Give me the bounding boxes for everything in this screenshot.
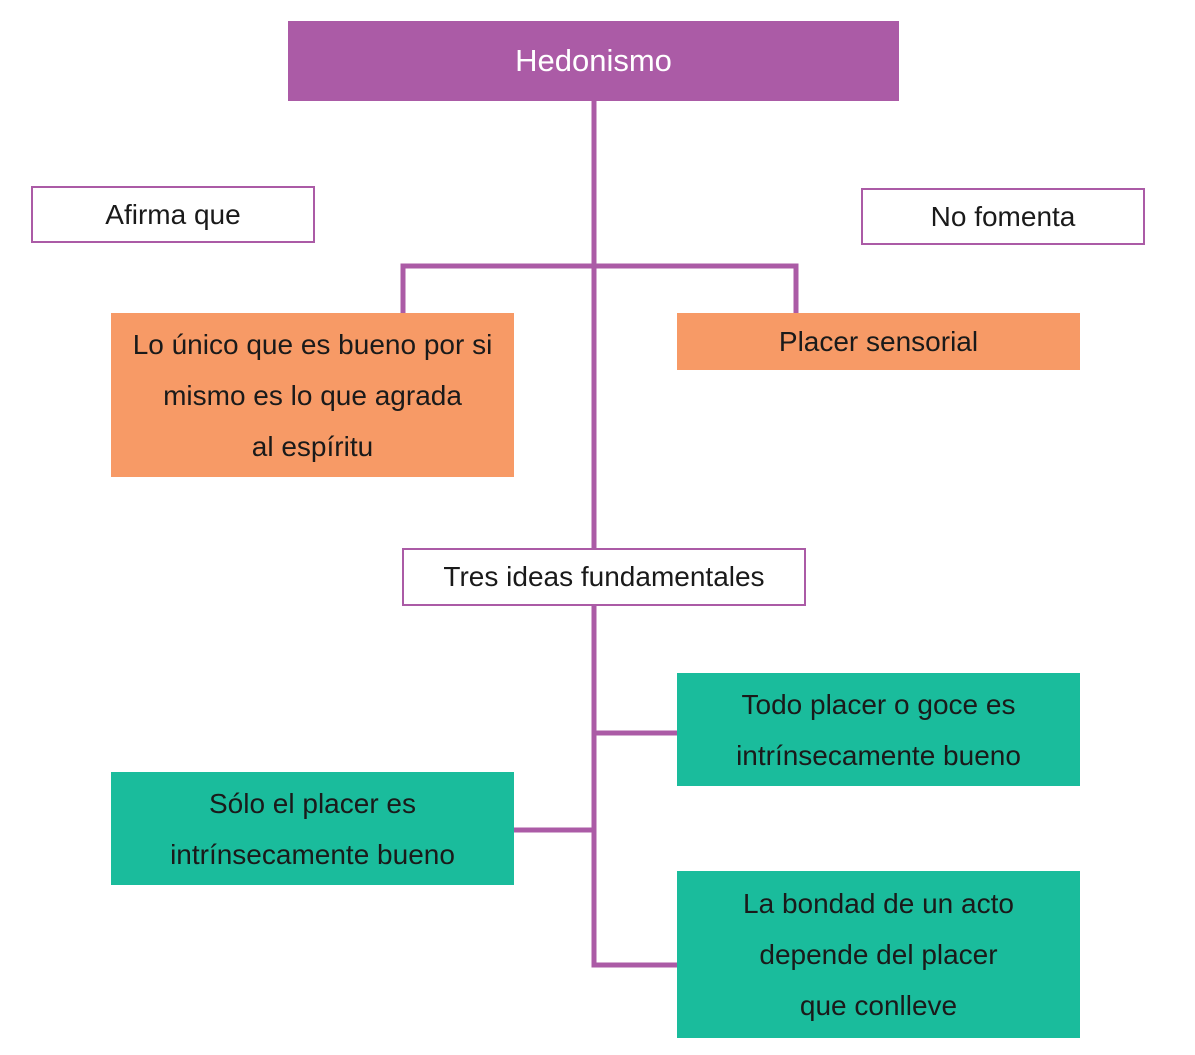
ideas-label-box: Tres ideas fundamentales (402, 548, 806, 606)
idea-line: Todo placer o goce es (741, 688, 1016, 720)
connector-ideas-trunk (591, 606, 677, 968)
not-promote-content-box: Placer sensorial (677, 313, 1080, 370)
affirm-content-box: Lo único que es bueno por si mismo es lo… (111, 313, 514, 477)
affirm-content-line: Lo único que es bueno por si (132, 328, 493, 360)
idea-lines: La bondad de un acto depende del placer … (743, 878, 1014, 1031)
connector-branch-affirm-notpromote (400, 263, 799, 313)
ideas-label-text: Tres ideas fundamentales (443, 561, 765, 592)
idea-line: Sólo el placer es (208, 787, 416, 819)
idea-lines: Sólo el placer es intrínsecamente bueno (170, 778, 455, 880)
idea-box-solo-placer: Sólo el placer es intrínsecamente bueno (111, 772, 514, 885)
idea-box-todo-placer: Todo placer o goce es intrínsecamente bu… (677, 673, 1080, 786)
affirm-label-box: Afirma que (31, 186, 315, 243)
affirm-content-line: al espíritu (251, 430, 374, 462)
affirm-content-line: mismo es lo que agrada (163, 379, 462, 411)
idea-line: que conlleve (799, 990, 958, 1021)
idea-line: depende del placer (759, 939, 998, 970)
not-promote-label-text: No fomenta (930, 200, 1076, 232)
affirm-content-lines: Lo único que es bueno por si mismo es lo… (133, 319, 493, 472)
affirm-label-text: Afirma que (105, 198, 241, 230)
idea-line: La bondad de un acto (743, 888, 1014, 919)
idea-box-bondad: La bondad de un acto depende del placer … (677, 871, 1080, 1038)
diagram-title: Hedonismo (288, 21, 899, 101)
idea-line: intrínsecamente bueno (736, 739, 1021, 771)
not-promote-content-text: Placer sensorial (778, 325, 979, 357)
idea-line: intrínsecamente bueno (170, 838, 455, 870)
idea-lines: Todo placer o goce es intrínsecamente bu… (736, 679, 1021, 781)
not-promote-label-box: No fomenta (861, 188, 1145, 245)
diagram-title-text: Hedonismo (515, 43, 672, 78)
